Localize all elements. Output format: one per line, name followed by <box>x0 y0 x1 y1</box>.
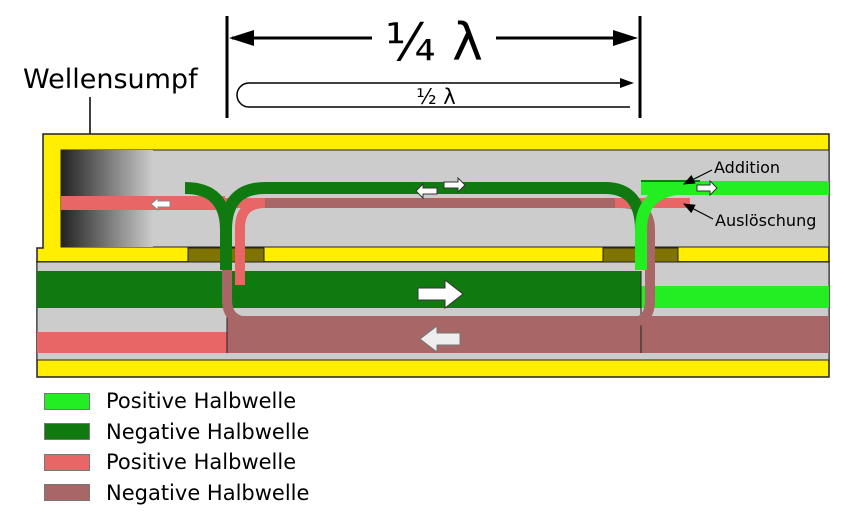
lower-positive-reflection-left <box>37 332 227 353</box>
legend-item: Positive Halbwelle <box>44 447 309 478</box>
upper-backward-arrow <box>415 182 438 200</box>
legend: Positive Halbwelle Negative Halbwelle Po… <box>44 386 309 508</box>
legend-label: Positive Halbwelle <box>106 389 297 414</box>
legend-label: Negative Halbwelle <box>106 419 310 444</box>
wave-sump-label: Wellensumpf <box>23 64 199 95</box>
upper-forward-arrow <box>443 176 466 194</box>
legend-label: Positive Halbwelle <box>106 450 297 475</box>
addition-pointer <box>682 169 713 185</box>
legend-item: Negative Halbwelle <box>44 417 309 448</box>
lower-negative-wave <box>37 271 641 308</box>
quarter-wavelength-label: ¼ λ <box>385 13 483 73</box>
lower-backward-arrow <box>419 324 461 354</box>
quarter-wavelength-dimension <box>225 16 642 118</box>
lower-positive-wave-right <box>641 286 829 308</box>
lower-forward-arrow <box>417 278 464 310</box>
legend-item: Negative Halbwelle <box>44 478 309 509</box>
legend-swatch <box>44 423 90 441</box>
legend-swatch <box>44 484 90 502</box>
legend-label: Negative Halbwelle <box>106 480 310 505</box>
sump-backward-arrow <box>150 196 171 212</box>
cancellation-label: Auslöschung <box>715 211 816 230</box>
addition-output-arrow <box>696 179 718 197</box>
half-wavelength-dimension <box>236 78 634 108</box>
half-wavelength-label: ½ λ <box>416 85 455 109</box>
legend-swatch <box>44 392 90 410</box>
cancellation-pointer <box>682 203 714 220</box>
legend-swatch <box>44 453 90 471</box>
addition-label: Addition <box>714 158 780 177</box>
legend-item: Positive Halbwelle <box>44 386 309 417</box>
